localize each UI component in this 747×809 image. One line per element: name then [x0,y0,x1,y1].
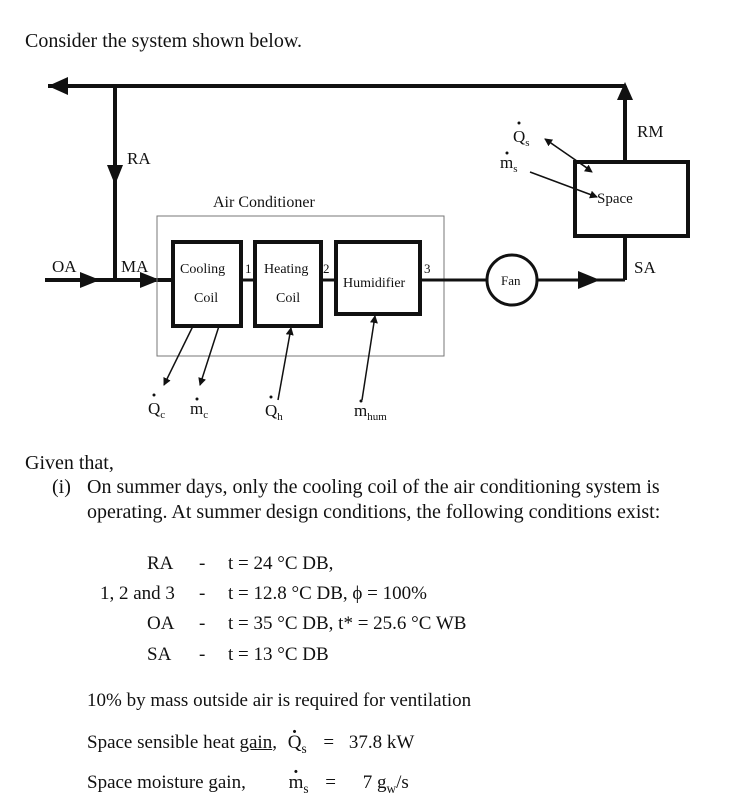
label-coil-2: Coil [276,291,300,306]
moisture-label: Space moisture gain, [87,772,246,793]
fan-circle [485,253,539,307]
qc-arrow [163,325,194,386]
label-qc: Qc [148,399,165,421]
label-coil-1: Coil [194,291,218,306]
mhum-dot [359,399,363,403]
label-ra: RA [127,149,151,168]
sensible-prefix: Space sensible heat [87,732,240,753]
sensible-heat-line: Space sensible heat gain, Qs = 37.8 kW [87,732,414,757]
sensible-symbol: Q [288,732,302,754]
mc-arrow [198,325,220,386]
cond-123-name: 1, 2 and 3 [100,583,175,604]
label-cooling: Cooling [180,262,225,277]
label-node-3: 3 [424,261,431,276]
label-heating: Heating [264,262,308,277]
cond-ra-value: t = 24 °C DB, [228,553,334,574]
air-conditioner-box [156,215,445,357]
moisture-value: 7 gw/s [362,772,409,796]
heating-coil-box [253,240,323,328]
sensible-eq: = [323,732,335,753]
label-qs: Qs [513,127,530,149]
label-fan: Fan [501,273,521,288]
sensible-value: 37.8 kW [348,732,415,753]
ms-arrow [529,171,598,199]
return-arrow-left [48,77,68,95]
cond-oa-dash: - [199,613,206,634]
label-sa: SA [634,258,656,277]
label-oa: OA [52,257,77,276]
space-box [573,160,690,238]
humidifier-box [334,240,422,316]
item-line-1: On summer days, only the cooling coil of… [87,476,660,498]
label-qh: Qh [265,401,283,423]
ma-arrow-right [140,272,160,288]
mc-dot [195,397,199,401]
qh-dot [269,395,273,399]
given-heading: Given that, [25,452,114,474]
label-rm: RM [637,122,663,141]
mhum-arrow [361,315,378,401]
label-ma: MA [121,257,149,276]
cond-sa-dash: - [199,644,206,665]
moisture-symbol: m [289,772,304,794]
label-space: Space [597,191,633,207]
label-air-conditioner: Air Conditioner [213,194,315,211]
sensible-gain-word: gain [239,732,273,753]
cond-ra-name: RA [147,553,174,574]
oa-arrow-right [80,272,100,288]
cond-sa-value: t = 13 °C DB [228,644,329,665]
moisture-eq: = [325,772,337,793]
cond-oa-name: OA [147,613,175,634]
label-node-1: 1 [245,261,252,276]
cond-123-dash: - [199,583,206,604]
ventilation-note: 10% by mass outside air is required for … [87,690,472,711]
ms-dot [505,151,509,155]
cond-ra-dash: - [199,553,206,574]
qc-dot [152,393,156,397]
ra-arrow-down [107,165,123,185]
label-mc: mc [190,399,208,421]
label-node-2: 2 [323,261,330,276]
item-line-2: operating. At summer design conditions, … [87,501,661,523]
cond-sa-name: SA [147,644,172,665]
qh-arrow [277,327,294,401]
qs-arrow-back [546,139,593,173]
rm-arrow-up [617,82,633,100]
label-ms: ms [500,153,518,175]
sensible-suffix: , [272,732,277,753]
label-mhum: mhum [354,401,387,423]
cond-oa-value: t = 35 °C DB, t* = 25.6 °C WB [228,613,467,634]
item-label: (i) [52,476,71,498]
sa-arrow-right [578,271,600,289]
system-diagram: RA RM OA MA SA Air Conditioner Cooling C… [45,77,690,423]
label-humidifier: Humidifier [343,276,406,291]
moisture-symbol-sub: s [303,780,309,796]
qs-dot [517,121,521,125]
moisture-gain-line: Space moisture gain, ms = 7 gw/s [87,772,409,797]
cond-123-value: t = 12.8 °C DB, ϕ = 100% [228,583,427,604]
sensible-symbol-sub: s [301,740,307,756]
cooling-coil-box [171,240,243,328]
intro-text: Consider the system shown below. [25,30,303,52]
